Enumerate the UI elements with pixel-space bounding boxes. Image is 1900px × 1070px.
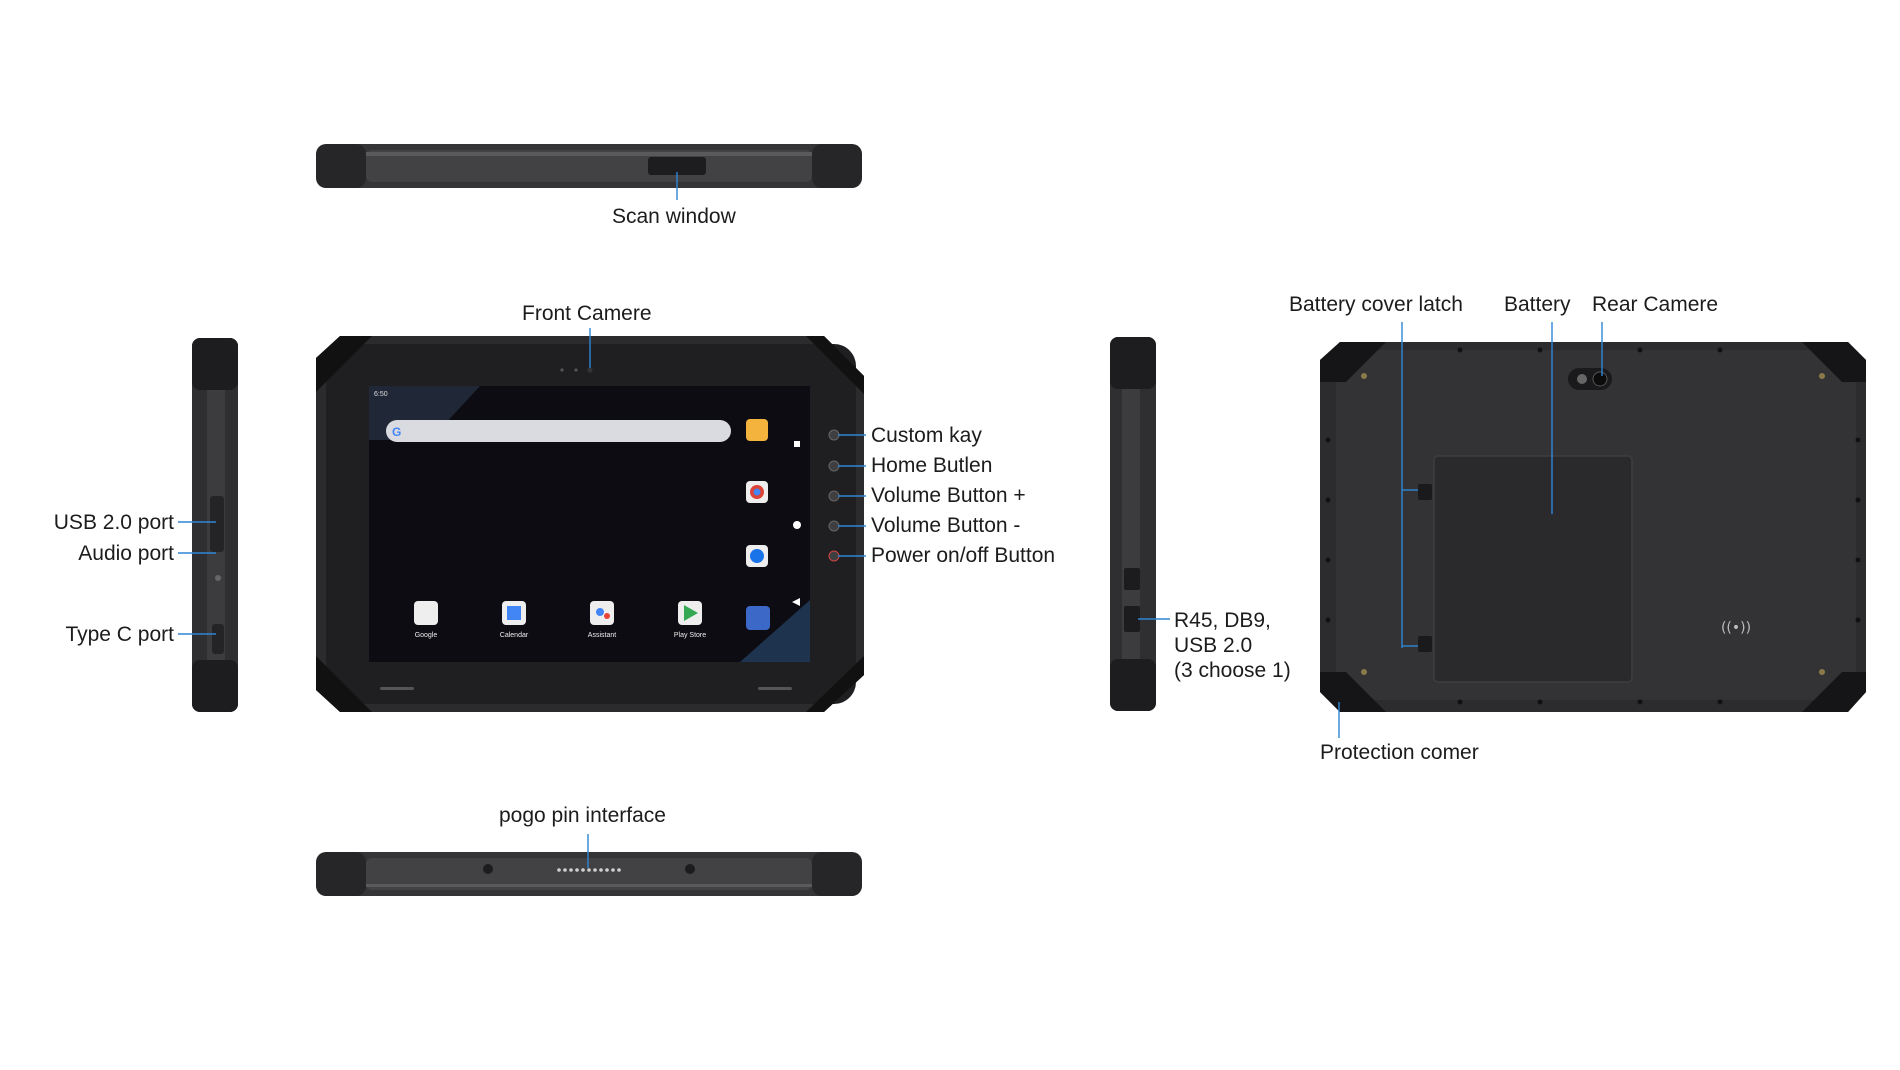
volume-down-label: Volume Button - [871,514,1021,537]
leader-lines [178,172,1603,868]
pogo-pin-label: pogo pin interface [499,804,666,827]
scan-window-label: Scan window [612,205,736,228]
dock-label-play-store: Play Store [674,632,706,639]
r45-label-line1: R45, DB9, [1174,609,1271,632]
dock-label-google: Google [415,632,438,639]
camera-app-icon [746,419,768,441]
tablet-top-edge [316,144,862,188]
custom-key-label: Custom kay [871,424,982,447]
tablet-bottom-edge [316,852,862,896]
pogo-pins [557,868,621,872]
usb-port-label: USB 2.0 port [53,511,174,534]
front-camera-label: Front Camere [522,302,652,325]
home-button-label: Home Butlen [871,454,993,477]
dock-label-calendar: Calendar [500,632,529,639]
audio-port-label: Audio port [78,542,174,565]
tablet-right-side [1110,337,1156,711]
nfc-icon: ((•)) [1721,620,1751,636]
r45-label-line2: USB 2.0 [1174,634,1253,657]
screen-search-bar [386,420,731,442]
battery-latch-top [1418,484,1432,500]
type-c-port-label: Type C port [65,623,174,646]
google-folder-icon [414,601,438,625]
battery-label: Battery [1504,293,1571,316]
protection-corner-label: Protection comer [1320,741,1479,764]
battery-latch-bottom [1418,636,1432,652]
tablet-left-side [192,338,238,712]
battery-cover-latch-label: Battery cover latch [1289,293,1463,316]
settings-icon [746,606,770,630]
r45-label-line3: (3 choose 1) [1174,659,1291,682]
tablet-front: 6:50 G Google Calendar Assistant Play St… [316,336,864,712]
google-g-icon: G [392,425,401,439]
volume-up-label: Volume Button + [871,484,1026,507]
r45-db9-usb-label: R45, DB9, USB 2.0 (3 choose 1) [1174,608,1344,683]
r45-port [1124,606,1140,632]
rear-camera-label: Rear Camere [1592,293,1719,316]
status-time: 6:50 [374,391,388,398]
power-button-label: Power on/off Button [871,544,1056,567]
tablet-back: ((•)) [1320,342,1866,712]
dock-label-assistant: Assistant [588,632,616,639]
scan-window-slot [648,157,706,175]
protection-corner [1320,672,1386,712]
battery-cover [1433,455,1633,683]
port-cover [210,496,224,552]
